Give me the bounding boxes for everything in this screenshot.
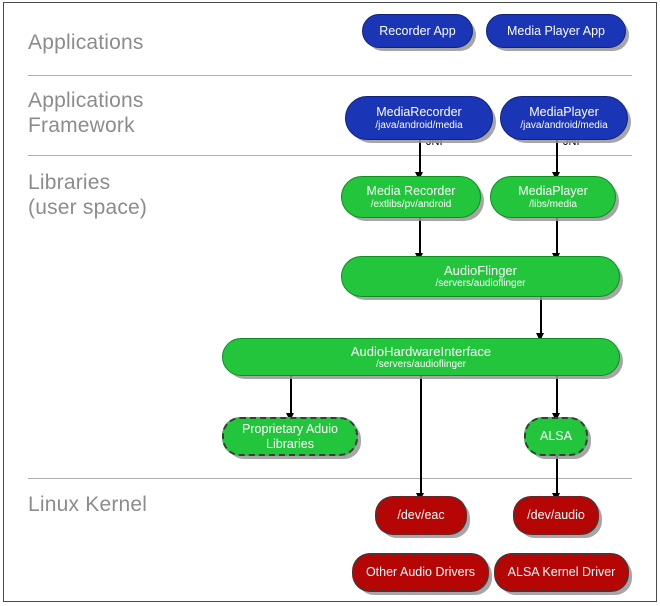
divider-applications [28, 75, 632, 76]
node-recorder-app[interactable]: Recorder App [362, 14, 473, 48]
node-audiohardwareinterface[interactable]: AudioHardwareInterface /servers/audiofli… [222, 338, 620, 376]
node-subtitle: /servers/audioflinger [435, 278, 526, 289]
connector-ahi-to-proprietary-libs [290, 376, 292, 417]
layer-label-libraries: Libraries (user space) [28, 171, 148, 219]
node-proprietary-audio-libraries[interactable]: Proprietary Aduio Libraries [222, 417, 358, 456]
node-title: /dev/eac [397, 508, 445, 522]
node-title: /dev/audio [527, 508, 585, 522]
node-title: Media Recorder [366, 183, 456, 198]
node-title: Other Audio Drivers [365, 565, 476, 579]
layer-label-applications-framework: Applications Framework [28, 89, 144, 137]
node-title: MediaPlayer [529, 104, 599, 119]
connector-ahi-to-alsa [556, 376, 558, 417]
node-subtitle: /extlibs/pv/android [370, 198, 452, 210]
node-title: ALSA Kernel Driver [507, 565, 616, 579]
node-media-player-app[interactable]: Media Player App [486, 14, 626, 48]
connector-mediarecorder-to-lib [419, 140, 421, 175]
node-alsa-kernel-driver[interactable]: ALSA Kernel Driver [494, 553, 629, 592]
node-title: Proprietary Aduio [242, 421, 338, 436]
node-title: Media Player App [507, 23, 605, 38]
node-mediarecorder-framework[interactable]: MediaRecorder /java/android/media [345, 96, 493, 140]
node-subtitle: /java/android/media [520, 119, 608, 131]
node-media-recorder-library[interactable]: Media Recorder /extlibs/pv/android [341, 176, 481, 218]
layer-label-applications: Applications [28, 31, 144, 54]
node-subtitle: /servers/audioflinger [375, 358, 467, 370]
node-mediaplayer-library[interactable]: MediaPlayer /libs/media [490, 176, 616, 218]
node-audioflinger[interactable]: AudioFlinger /servers/audioflinger [341, 256, 620, 297]
divider-applications-framework [28, 155, 632, 156]
node-dev-eac[interactable]: /dev/eac [375, 496, 467, 535]
divider-libraries [28, 478, 632, 479]
connector-mediaplayerlib-to-audioflinger [556, 218, 558, 256]
node-title: Recorder App [379, 23, 456, 38]
node-title: AudioHardwareInterface [350, 343, 492, 359]
node-alsa[interactable]: ALSA [524, 417, 588, 456]
arrowhead-audioflinger-to-audiohardwareinterface [536, 333, 544, 341]
node-title: AudioFlinger [444, 263, 517, 278]
node-other-audio-drivers[interactable]: Other Audio Drivers [352, 553, 489, 592]
node-title: MediaPlayer [518, 183, 588, 198]
node-title: MediaRecorder [376, 104, 462, 119]
node-mediaplayer-framework[interactable]: MediaPlayer /java/android/media [500, 96, 628, 140]
node-subtitle: /libs/media [529, 198, 577, 210]
layer-label-linux-kernel: Linux Kernel [28, 493, 148, 516]
node-title: ALSA [540, 429, 572, 443]
node-subtitle: /java/android/media [375, 119, 463, 131]
connector-mediarecorderlib-to-audioflinger [419, 218, 421, 256]
node-dev-audio[interactable]: /dev/audio [513, 496, 599, 535]
connector-alsa-to-dev-audio [556, 456, 558, 496]
connector-audioflinger-to-audiohardwareinterface [540, 297, 542, 339]
connector-mediaplayer-to-lib [556, 140, 558, 175]
node-title-line2: Libraries [266, 436, 314, 451]
connector-ahi-to-dev-eac [420, 376, 422, 496]
